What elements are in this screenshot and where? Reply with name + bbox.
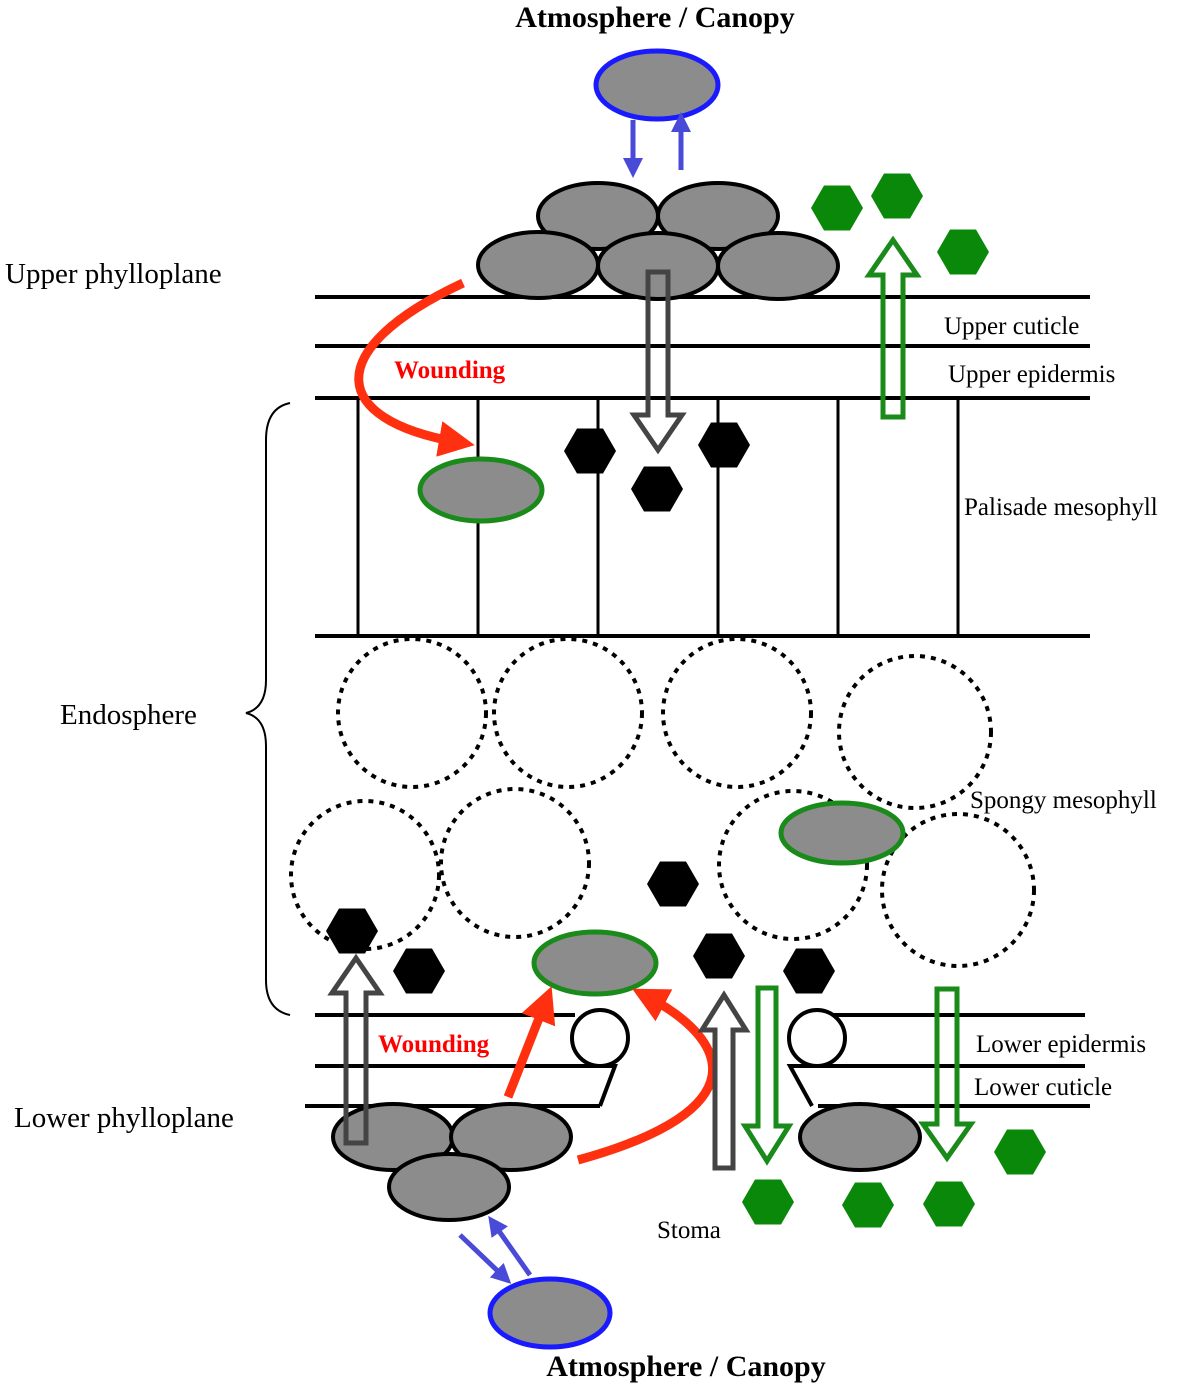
endosphere-brace [245,402,291,1016]
stoma-label: Stoma [657,1217,721,1244]
spongy-mesophyll-cells [289,637,1036,968]
compound-hexagon-black [693,933,745,979]
compound-hexagon-green [923,1181,975,1227]
mesophyll-cell [492,637,644,789]
mesophyll-cell [661,637,813,789]
mesophyll-cell [439,787,591,939]
ingress-arrow-stoma [697,990,751,1171]
compound-hexagon-green [937,229,989,275]
ingress-arrow-lower-left [327,953,385,1146]
upper-epidermis-label: Upper epidermis [948,361,1115,388]
palisade-mesophyll-label: Palisade mesophyll [964,494,1158,521]
lower-cuticle-label: Lower cuticle [974,1074,1112,1101]
compound-hexagon-green [742,1179,794,1225]
atmosphere-exchange-arrows-bottom [458,1215,533,1284]
egress-arrow-lower-right [918,986,976,1163]
compound-hexagon-black [326,908,378,954]
mesophyll-cell [336,637,488,789]
endophyte-spongy-lower [531,929,659,997]
top-title: Atmosphere / Canopy [515,1,794,34]
lower-bacteria-cluster [331,1102,922,1222]
compound-hexagon-black [564,428,616,474]
upper-bacteria-cluster [476,181,840,301]
upper-epidermis-line [315,344,1090,400]
mesophyll-cell [717,789,869,941]
wounding-arrow-upper [354,278,475,457]
wounding-label-upper: Wounding [394,357,506,384]
upper-cuticle-label: Upper cuticle [944,313,1079,340]
egress-arrow-upper [864,235,922,420]
atmosphere-bacterium-top [593,48,721,122]
wounding-label-lower: Wounding [378,1031,490,1058]
egress-arrow-stoma [740,985,794,1166]
wounding-arrow-lower-a [503,986,556,1099]
compound-hexagon-green [871,173,923,219]
compound-hexagon-black [647,861,699,907]
guard-cell-left [570,1008,630,1068]
endophyte-palisade [417,456,545,524]
compound-hexagon-black [698,422,750,468]
mesophyll-cell [880,812,1036,968]
compound-hexagon-black [631,466,683,512]
guard-cell-right [787,1008,847,1068]
wounding-arrow-lower-b [576,988,718,1165]
atmosphere-exchange-arrows-top [623,112,691,178]
guard-cells [570,1008,847,1068]
compound-hexagon-black [393,948,445,994]
upper-phylloplane-label: Upper phylloplane [5,258,222,290]
spongy-mesophyll-label: Spongy mesophyll [970,787,1157,814]
ingress-arrow-upper [629,269,687,455]
compound-hexagon-green [811,185,863,231]
bottom-title: Atmosphere / Canopy [546,1350,825,1383]
mesophyll-cell [837,654,993,810]
endosphere-label: Endosphere [60,699,197,731]
compound-hexagon-black [783,948,835,994]
mesophyll-cell [289,799,441,951]
atmosphere-bacterium-bottom [487,1276,613,1350]
endophyte-spongy-right [778,800,906,866]
lower-epidermis-label: Lower epidermis [976,1031,1146,1058]
compound-hexagons [326,173,1046,1228]
compound-hexagon-green [842,1182,894,1228]
compound-hexagon-green [994,1129,1046,1175]
lower-phylloplane-label: Lower phylloplane [14,1102,234,1134]
